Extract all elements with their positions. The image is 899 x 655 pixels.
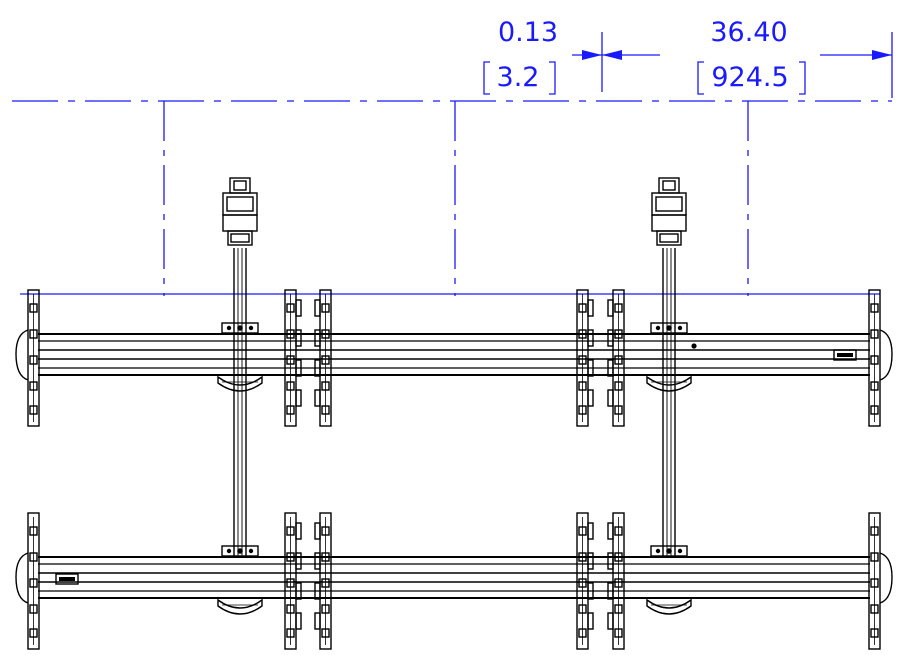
- left-bottom-mount-bolt-2: [237, 548, 243, 554]
- bottom-upright-1: [27, 512, 40, 650]
- top-label-plate-text: [837, 353, 853, 357]
- left-top-clamp-icon: [217, 376, 263, 392]
- gap-dimension-inch: 0.13: [498, 17, 558, 48]
- right-pole-head-icon: [651, 177, 687, 246]
- right-top-mount-bolt-3: [677, 325, 683, 331]
- right-top-mount-block: [650, 322, 688, 334]
- top-screw-dot: [691, 343, 697, 349]
- span-arrow-right-icon: [872, 50, 892, 60]
- top-knobs-d: [607, 299, 614, 407]
- top-upright-6: [868, 289, 881, 427]
- right-top-mount-bolt-1: [655, 325, 661, 331]
- bottom-label-plate-text: [59, 577, 75, 581]
- dimension-layer: 0.13 3.2 36.40 924.5: [12, 17, 893, 296]
- right-pole: [646, 177, 692, 615]
- top-knobs-b: [314, 299, 321, 407]
- span-dimension-mm: 924.5: [711, 62, 788, 93]
- top-row-rails: [38, 333, 870, 376]
- gap-arrow-left-icon: [602, 50, 622, 60]
- left-top-mount-bolt-2: [237, 325, 243, 331]
- bottom-upright-5: [612, 512, 625, 650]
- bottom-row-frame: [15, 512, 893, 650]
- top-row-frame: [15, 289, 893, 427]
- left-bottom-mount-bolt-1: [226, 548, 232, 554]
- right-top-mount-bolt-2: [666, 325, 672, 331]
- top-left-endcap: [15, 329, 29, 381]
- top-right-endcap: [879, 329, 893, 381]
- gap-mm-bracket-left: [483, 61, 490, 95]
- bottom-left-endcap: [15, 552, 29, 604]
- left-bottom-mount-bolt-3: [248, 548, 254, 554]
- bottom-upright-2: [284, 512, 297, 650]
- top-knobs-a: [295, 299, 302, 407]
- span-mm-bracket-right: [799, 61, 806, 95]
- right-bottom-mount-bolt-3: [677, 548, 683, 554]
- top-label-plate-icon: [833, 349, 857, 361]
- span-dimension-inch: 36.40: [710, 17, 787, 48]
- bottom-upright-6: [868, 512, 881, 650]
- right-bottom-mount-bolt-1: [655, 548, 661, 554]
- right-bottom-mount-bolt-2: [666, 548, 672, 554]
- left-pole-head-icon: [222, 177, 258, 246]
- bottom-row-rails: [38, 556, 870, 599]
- left-bottom-clamp-icon: [217, 599, 263, 615]
- top-upright-2: [284, 289, 297, 427]
- right-bottom-clamp-icon: [646, 599, 692, 615]
- bottom-knobs-d: [607, 522, 614, 630]
- bottom-knobs-b: [314, 522, 321, 630]
- top-upright-3: [319, 289, 332, 427]
- left-bottom-mount-block: [221, 545, 259, 557]
- gap-arrow-right-icon: [582, 50, 602, 60]
- right-bottom-mount-block: [650, 545, 688, 557]
- left-top-mount-bolt-1: [226, 325, 232, 331]
- gap-dimension-mm: 3.2: [497, 62, 540, 93]
- top-upright-5: [612, 289, 625, 427]
- top-upright-1: [27, 289, 40, 427]
- bottom-knobs-c: [587, 522, 594, 630]
- bottom-label-plate-icon: [55, 573, 79, 585]
- left-top-mount-block: [221, 322, 259, 334]
- top-upright-4: [576, 289, 589, 427]
- bottom-knobs-a: [295, 522, 302, 630]
- span-mm-bracket-left: [697, 61, 704, 95]
- right-top-clamp-icon: [646, 376, 692, 392]
- left-top-mount-bolt-3: [248, 325, 254, 331]
- top-knobs-c: [587, 299, 594, 407]
- bottom-upright-3: [319, 512, 332, 650]
- bottom-upright-4: [576, 512, 589, 650]
- gap-mm-bracket-right: [549, 61, 556, 95]
- left-pole: [217, 177, 263, 615]
- bottom-right-endcap: [879, 552, 893, 604]
